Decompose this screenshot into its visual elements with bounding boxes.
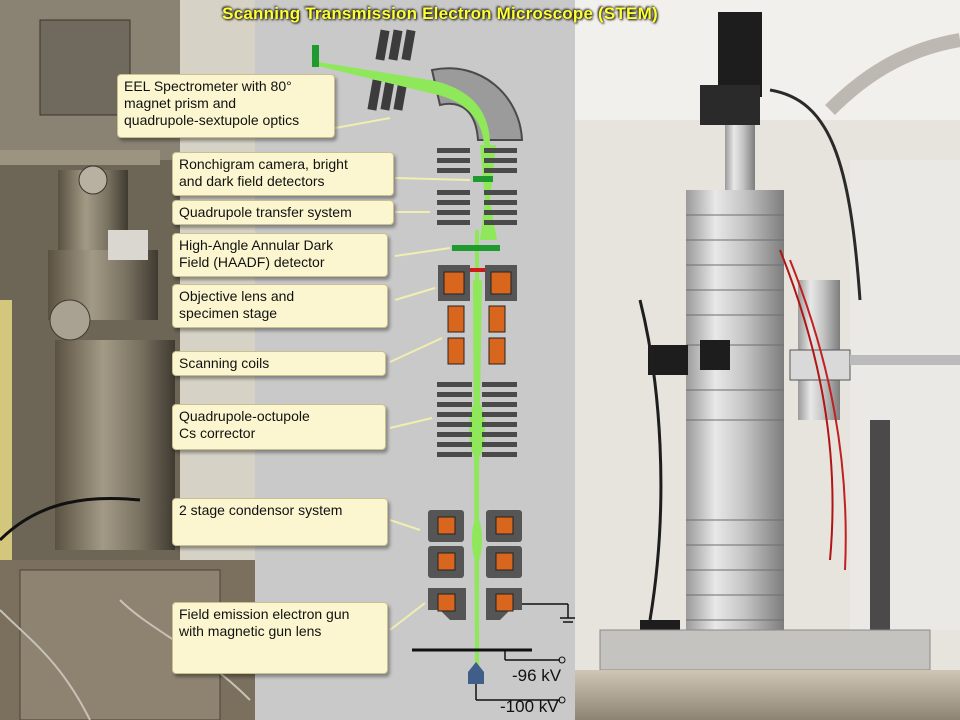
label-condensor-system: 2 stage condensor system (172, 498, 388, 546)
label-field-emission-gun: Field emission electron gun with magneti… (172, 602, 388, 674)
haadf-marker (452, 245, 500, 251)
label-haadf-detector: High-Angle Annular Dark Field (HAADF) de… (172, 233, 388, 277)
label-eels-spectrometer: EEL Spectrometer with 80° magnet prism a… (117, 74, 335, 138)
label-scanning-coils: Scanning coils (172, 351, 386, 376)
right-photo (575, 0, 960, 720)
eels-detector (312, 45, 319, 67)
voltage-96kv: -96 kV (512, 666, 561, 686)
voltage-100kv: -100 kV (500, 697, 559, 717)
label-ronchigram-camera: Ronchigram camera, bright and dark field… (172, 152, 394, 196)
label-quadrupole-transfer: Quadrupole transfer system (172, 200, 394, 225)
label-objective-lens: Objective lens and specimen stage (172, 284, 388, 328)
label-cs-corrector: Quadrupole-octupole Cs corrector (172, 404, 386, 450)
ronchigram-marker (473, 176, 493, 182)
figure-title: Scanning Transmission Electron Microscop… (0, 4, 880, 24)
